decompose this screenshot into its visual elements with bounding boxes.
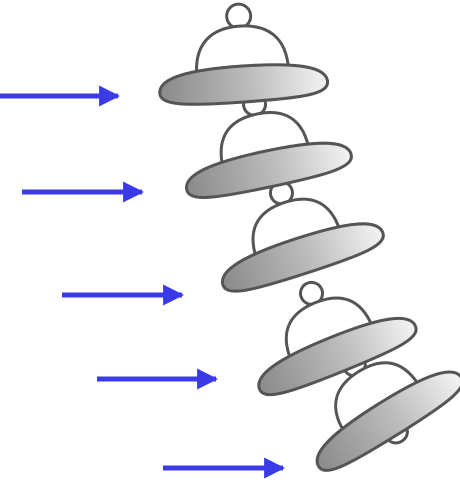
suspension-insulator-disc-icon	[158, 2, 329, 106]
suspension-insulator-disc-icon	[257, 280, 418, 397]
arrows-group	[0, 85, 286, 479]
suspension-insulator-disc-icon	[184, 91, 353, 199]
insulator-string	[158, 2, 460, 472]
suspension-insulator-disc-icon	[221, 180, 385, 293]
